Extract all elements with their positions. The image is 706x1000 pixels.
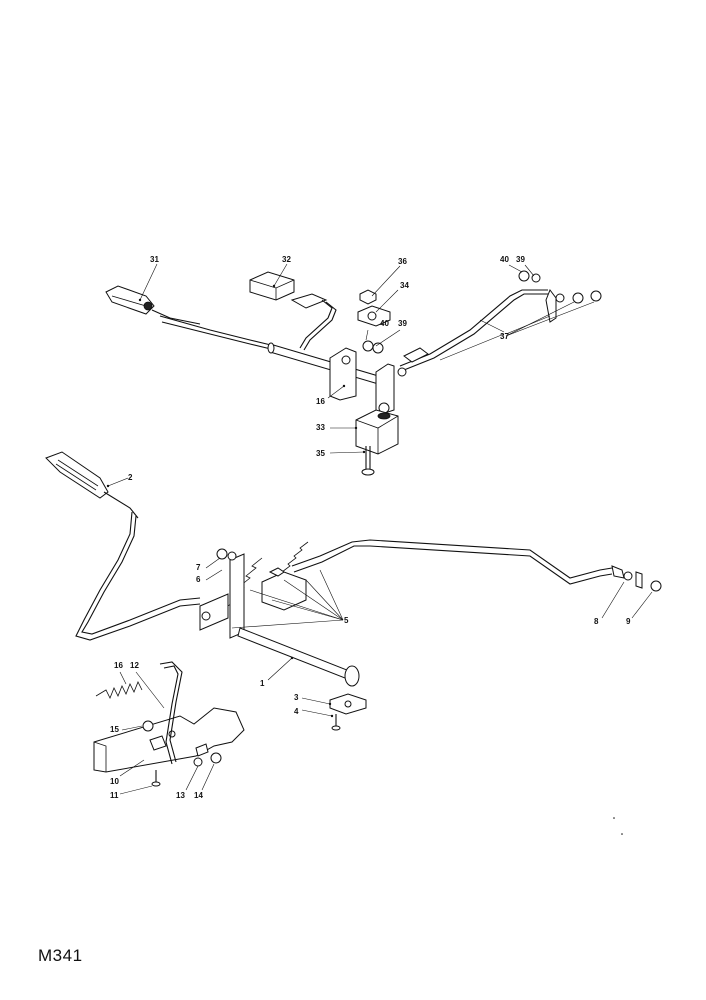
- part-1-axle: [237, 627, 360, 687]
- callout-4: 4: [294, 707, 299, 716]
- callout-38: 37: [500, 332, 509, 341]
- callout-40b: 40: [500, 255, 509, 264]
- callout-40a: 40: [380, 319, 389, 328]
- callout-37: 36: [398, 257, 407, 266]
- lower-pedal-assembly: [45, 451, 662, 787]
- callout-7: 7: [196, 563, 201, 572]
- callout-36: 35: [316, 449, 325, 458]
- callout-31: 16: [316, 397, 325, 406]
- part-31-shaft: [267, 342, 395, 415]
- callout-12: 12: [130, 661, 139, 670]
- callout-15: 15: [110, 725, 119, 734]
- part-32-handle: [105, 285, 201, 325]
- callout-5: 5: [344, 616, 349, 625]
- callout-8: 8: [594, 617, 599, 626]
- part-2-pedal: [45, 451, 139, 519]
- callout-33: 32: [282, 255, 291, 264]
- part-33-clip: [249, 271, 328, 309]
- callout-labels: 31 32 36 34 40 39 40 39 37 16 33 35 2 7 …: [110, 255, 631, 800]
- part-38-rod: [397, 288, 602, 377]
- callout-39a: 39: [398, 319, 407, 328]
- drawing-code: M341: [38, 946, 83, 965]
- callout-34: 33: [316, 423, 325, 432]
- callout-10: 10: [110, 777, 119, 786]
- callout-32: 31: [150, 255, 159, 264]
- part-35-37-clamp: [357, 289, 391, 327]
- leader-dots: [106, 284, 366, 718]
- callout-2: 2: [128, 473, 133, 482]
- part-34-block: [355, 409, 399, 455]
- upper-lift-assembly: [105, 270, 602, 476]
- callout-35: 34: [400, 281, 409, 290]
- callout-11: 11: [110, 791, 119, 800]
- callout-6: 6: [196, 575, 201, 584]
- callout-14: 14: [194, 791, 203, 800]
- callout-13: 13: [176, 791, 185, 800]
- part-10-bracket: [93, 707, 245, 773]
- callout-16: 16: [114, 661, 123, 670]
- leader-lines: [107, 263, 653, 795]
- callout-39b: 39: [516, 255, 525, 264]
- callout-3: 3: [294, 693, 299, 702]
- callout-1: 1: [260, 679, 265, 688]
- callout-9: 9: [626, 617, 631, 626]
